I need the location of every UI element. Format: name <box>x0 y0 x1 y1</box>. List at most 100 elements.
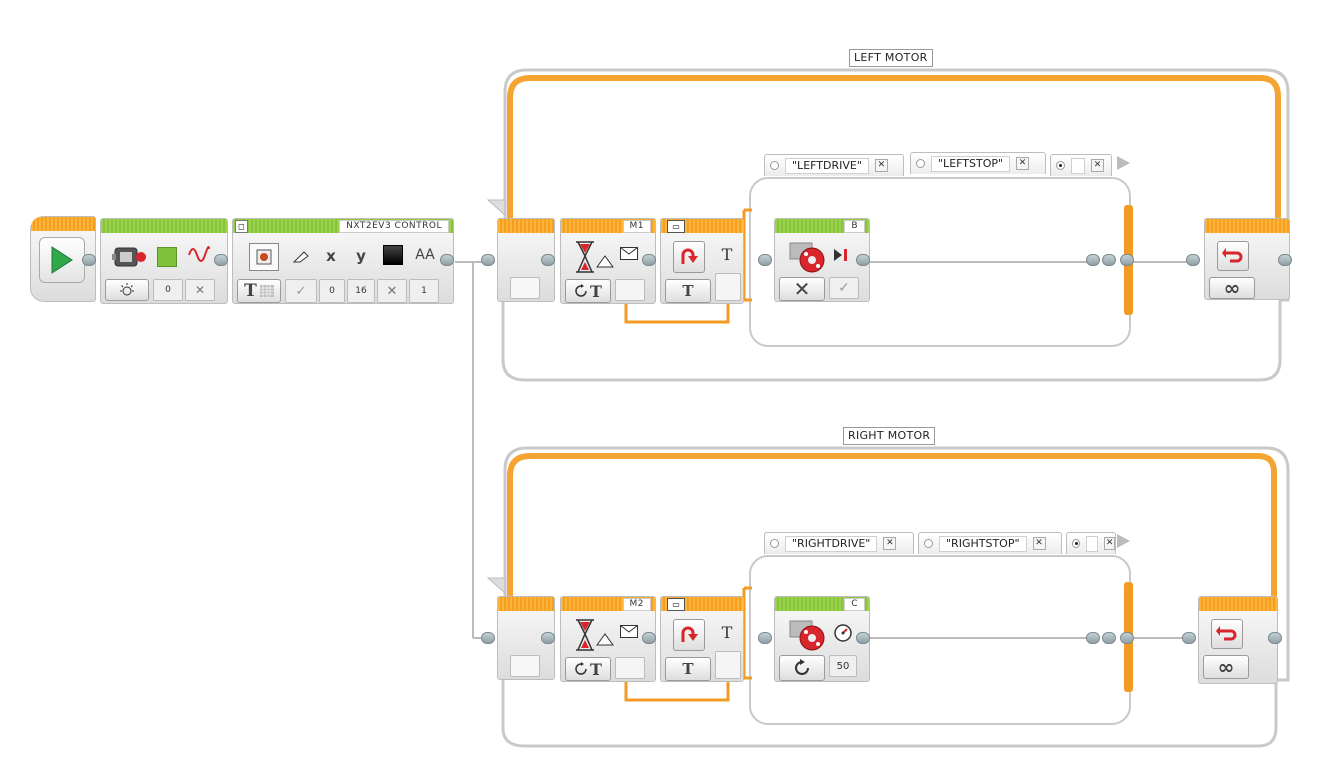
right-case-default-close-icon[interactable]: ✕ <box>1104 537 1115 550</box>
display-screen-icon <box>249 243 279 271</box>
left-loop-input[interactable] <box>510 277 540 299</box>
left-wait-mode-button[interactable]: T <box>565 279 611 303</box>
right-wait-message-output[interactable] <box>615 657 645 679</box>
left-loop-mode-button[interactable]: ∞ <box>1209 276 1255 300</box>
left-switch-end-plug-a <box>1086 254 1100 266</box>
play-icon[interactable] <box>39 237 85 283</box>
display-clear-value[interactable]: ✓ <box>285 279 317 303</box>
left-case-default-close-icon[interactable]: ✕ <box>1091 159 1104 172</box>
left-wait-message-output[interactable] <box>615 279 645 301</box>
left-loop-end-input-plug <box>1186 254 1200 266</box>
right-loop-mode-button[interactable]: ∞ <box>1203 655 1249 679</box>
display-color-value[interactable]: ✕ <box>377 279 407 303</box>
display-font-value[interactable]: 1 <box>409 279 439 303</box>
left-motor-port[interactable]: B <box>844 220 865 233</box>
left-loop-end-block[interactable]: ∞ <box>1204 218 1290 300</box>
start-output-plug <box>82 254 96 266</box>
right-case-tab-default[interactable]: ✕ <box>1066 532 1116 554</box>
right-switch-end-plug-c <box>1120 632 1134 644</box>
right-loop-start-block[interactable] <box>497 596 555 680</box>
display-output-plug <box>440 254 454 266</box>
left-motor-input-plug <box>758 254 772 266</box>
left-switch-end-plug-c <box>1120 254 1134 266</box>
right-motor-port[interactable]: C <box>844 598 865 611</box>
left-case-tab-drive[interactable]: "LEFTDRIVE" ✕ <box>764 154 904 176</box>
brick-light-color-value[interactable]: 0 <box>153 279 183 301</box>
left-switch-text-label: T <box>721 244 733 264</box>
left-switch-mode-button[interactable]: T <box>665 279 711 303</box>
right-switch-input[interactable] <box>715 651 741 679</box>
y-coordinate-label: y <box>356 247 366 265</box>
left-motor-mode-button[interactable]: ✕ <box>779 277 825 301</box>
right-loop-input[interactable] <box>510 655 540 677</box>
right-switch-tab-icon[interactable]: ▭ <box>667 598 685 611</box>
left-loop-input-plug <box>481 254 495 266</box>
left-case-drive-label[interactable]: "LEFTDRIVE" <box>785 157 869 174</box>
left-case-tab-default[interactable]: ✕ <box>1050 154 1112 176</box>
right-loop-start-output-plug <box>541 632 555 644</box>
right-motor-output-plug <box>856 632 870 644</box>
brick-light-output-plug <box>214 254 228 266</box>
display-mode-button[interactable]: T <box>237 279 281 303</box>
right-wait-mode-button[interactable]: T <box>565 657 611 681</box>
hourglass-icon <box>571 239 599 275</box>
brick-light-mode-button[interactable] <box>105 279 149 301</box>
display-comment-icon: ◻ <box>235 220 248 233</box>
left-switch-redo-icon <box>673 241 705 273</box>
right-loop-end-input-plug <box>1182 632 1196 644</box>
right-motor-input-plug <box>758 632 772 644</box>
right-case-drive-label[interactable]: "RIGHTDRIVE" <box>785 535 878 552</box>
left-wait-message-block[interactable]: M1 T <box>560 218 656 304</box>
left-switch-block[interactable]: ▭ T T <box>660 218 744 304</box>
right-loop-end-block[interactable]: ∞ <box>1198 596 1278 684</box>
left-case-drive-close-icon[interactable]: ✕ <box>874 159 888 172</box>
brick-light-pulse-value[interactable]: ✕ <box>185 279 215 301</box>
right-wait-message-block[interactable]: M2 T <box>560 596 656 682</box>
pulse-wave-icon <box>187 243 211 267</box>
right-switch-block[interactable]: ▭ T T <box>660 596 744 682</box>
display-y-value[interactable]: 16 <box>347 279 375 303</box>
messaging-house-icon <box>595 253 615 269</box>
right-wait-label[interactable]: M2 <box>622 598 651 611</box>
left-case-tab-stop[interactable]: "LEFTSTOP" ✕ <box>910 152 1046 174</box>
right-motor-power-value[interactable]: 50 <box>829 655 857 677</box>
right-loop-repeat-icon <box>1211 619 1243 649</box>
left-loop-repeat-icon <box>1217 241 1249 271</box>
color-swatch-icon <box>157 247 177 267</box>
start-block[interactable] <box>30 216 96 302</box>
font-size-icon: AA <box>415 247 435 263</box>
stop-brake-icon <box>831 245 851 265</box>
right-loop-label[interactable]: RIGHT MOTOR <box>843 427 936 445</box>
right-loop-output-plug <box>1268 632 1282 644</box>
left-switch-tab-icon[interactable]: ▭ <box>667 220 685 233</box>
left-loop-output-plug <box>1278 254 1292 266</box>
right-switch-mode-button[interactable]: T <box>665 657 711 681</box>
right-case-stop-label[interactable]: "RIGHTSTOP" <box>939 535 1027 552</box>
left-case-stop-close-icon[interactable]: ✕ <box>1016 157 1030 170</box>
display-block[interactable]: ◻ NXT2EV3 CONTROL x y AA T ✓ 0 16 ✕ 1 <box>232 218 454 304</box>
display-block-label[interactable]: NXT2EV3 CONTROL <box>339 220 449 233</box>
brick-status-light-block[interactable]: 0 ✕ <box>100 218 228 304</box>
display-x-value[interactable]: 0 <box>319 279 345 303</box>
left-switch-end-plug-b <box>1102 254 1116 266</box>
large-motor-icon <box>787 617 827 653</box>
x-coordinate-label: x <box>326 247 336 265</box>
left-wait-output-plug <box>642 254 656 266</box>
left-case-stop-label[interactable]: "LEFTSTOP" <box>931 155 1011 172</box>
left-motor-brake-value[interactable]: ✓ <box>829 277 859 299</box>
right-case-tab-drive[interactable]: "RIGHTDRIVE" ✕ <box>764 532 914 554</box>
right-motor-block[interactable]: C 50 <box>774 596 870 682</box>
right-loop-input-plug <box>481 632 495 644</box>
large-motor-icon <box>787 239 827 275</box>
right-case-stop-close-icon[interactable]: ✕ <box>1032 537 1046 550</box>
left-wait-label[interactable]: M1 <box>622 220 651 233</box>
right-case-tab-stop[interactable]: "RIGHTSTOP" ✕ <box>918 532 1062 554</box>
right-motor-mode-button[interactable] <box>779 655 825 681</box>
right-case-drive-close-icon[interactable]: ✕ <box>883 537 897 550</box>
hourglass-icon <box>571 617 599 653</box>
left-switch-input[interactable] <box>715 273 741 301</box>
right-wait-output-plug <box>642 632 656 644</box>
left-loop-label[interactable]: LEFT MOTOR <box>849 49 933 67</box>
left-motor-block[interactable]: B ✕ ✓ <box>774 218 870 302</box>
